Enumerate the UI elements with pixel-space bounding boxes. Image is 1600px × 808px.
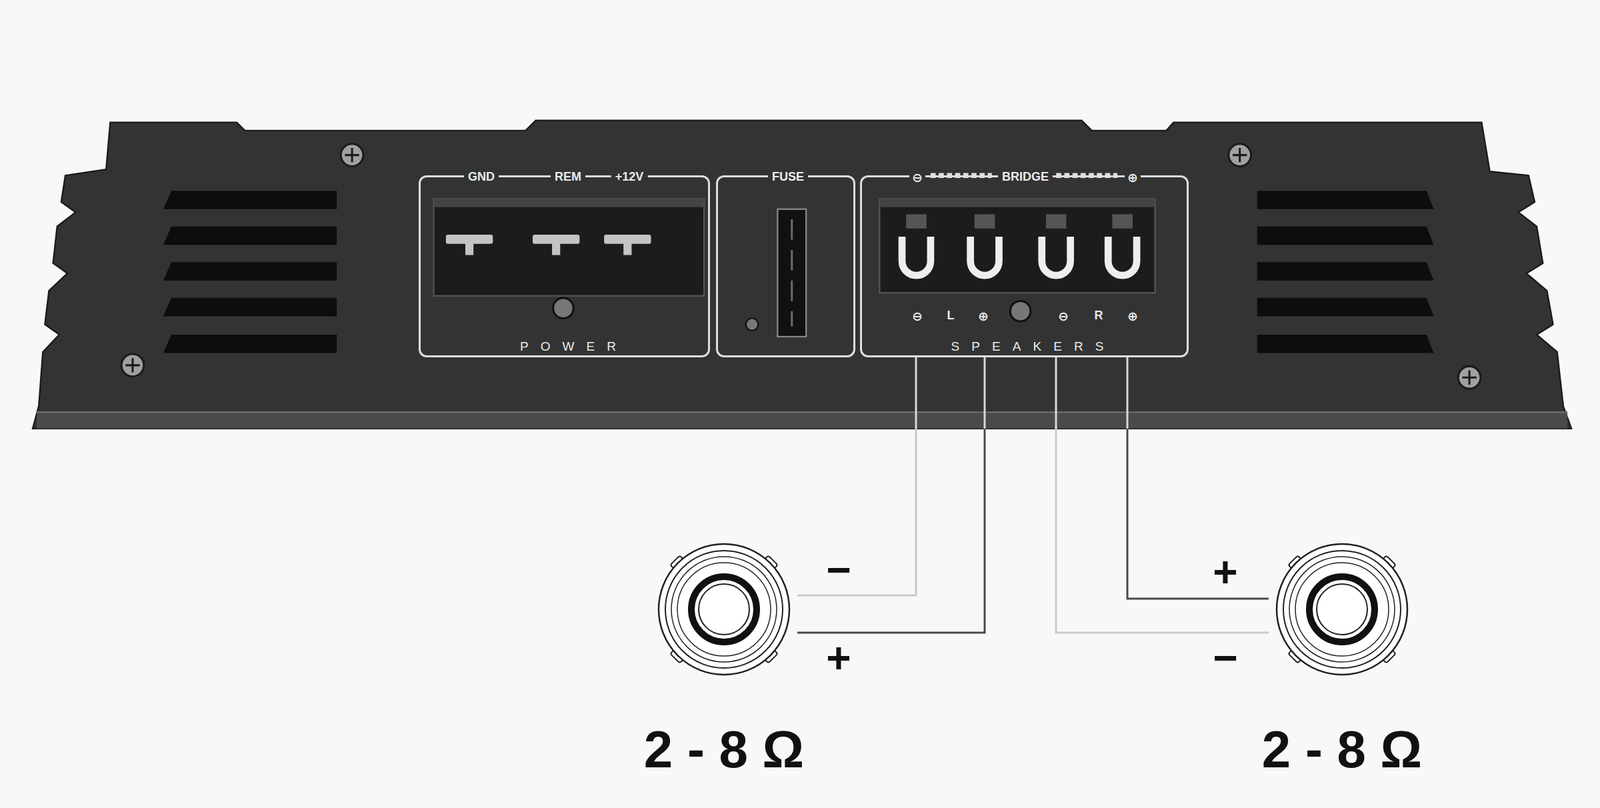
speaker-wire (797, 357, 916, 596)
polarity-label: − (1210, 636, 1240, 680)
housing-flange (36, 412, 1568, 428)
fuse-panel: FUSE (716, 175, 856, 358)
speaker-terminal-block (879, 198, 1155, 322)
impedance-label: 2 - 8 Ω (1262, 721, 1422, 779)
amplifier-housing (32, 120, 1572, 429)
panel-label: L (945, 309, 957, 323)
polarity-symbol: ⊖ (909, 170, 926, 185)
polarity-symbol: ⊕ (1124, 309, 1141, 324)
housing-screws (121, 144, 1481, 389)
panel-label: GND (464, 170, 499, 184)
wire-segment (1055, 357, 1058, 429)
wire-segment (1127, 428, 1269, 599)
wire-segment (915, 357, 918, 429)
polarity-symbol: ⊕ (1124, 170, 1141, 185)
polarity-symbol: ⊕ (975, 309, 992, 324)
speaker-symbol: 2 - 8 Ω (650, 536, 798, 683)
panel-label: SPEAKERS (939, 340, 1116, 354)
fuse-symbol (746, 209, 806, 337)
polarity-symbol: ⊖ (909, 309, 926, 324)
polarity-symbol: ⊖ (1055, 309, 1072, 324)
panel-label: POWER (508, 340, 628, 354)
wire-segment (1126, 357, 1129, 429)
impedance-label: 2 - 8 Ω (644, 721, 804, 779)
power-terminal-block (434, 198, 705, 318)
speaker-wire (797, 357, 985, 633)
wire-segment (1056, 428, 1269, 633)
speaker-wire (1056, 357, 1269, 633)
speaker-wire (1127, 357, 1269, 599)
speaker-outline (650, 536, 798, 683)
wire-segment (797, 428, 985, 633)
speaker-outline (1268, 536, 1416, 683)
polarity-label: + (823, 636, 854, 680)
polarity-label: + (1210, 550, 1240, 594)
panel-label: R (1092, 309, 1106, 323)
wire-segment (797, 428, 916, 596)
flange-edge (36, 411, 1568, 413)
panel-label: BRIDGE (998, 170, 1053, 184)
power-panel: GNDREM+12VPOWER (418, 175, 710, 358)
panel-label: REM (550, 170, 586, 184)
speaker-symbol: 2 - 8 Ω (1268, 536, 1416, 683)
wire-segment (984, 357, 986, 429)
polarity-label: − (823, 548, 854, 592)
panel-label: FUSE (768, 170, 808, 184)
speaker-output-panel: ⊖BRIDGE⊕⊖L⊕⊖R⊕SPEAKERS (860, 175, 1189, 358)
panel-label: +12V (611, 170, 648, 184)
vent-slots (163, 190, 1434, 353)
